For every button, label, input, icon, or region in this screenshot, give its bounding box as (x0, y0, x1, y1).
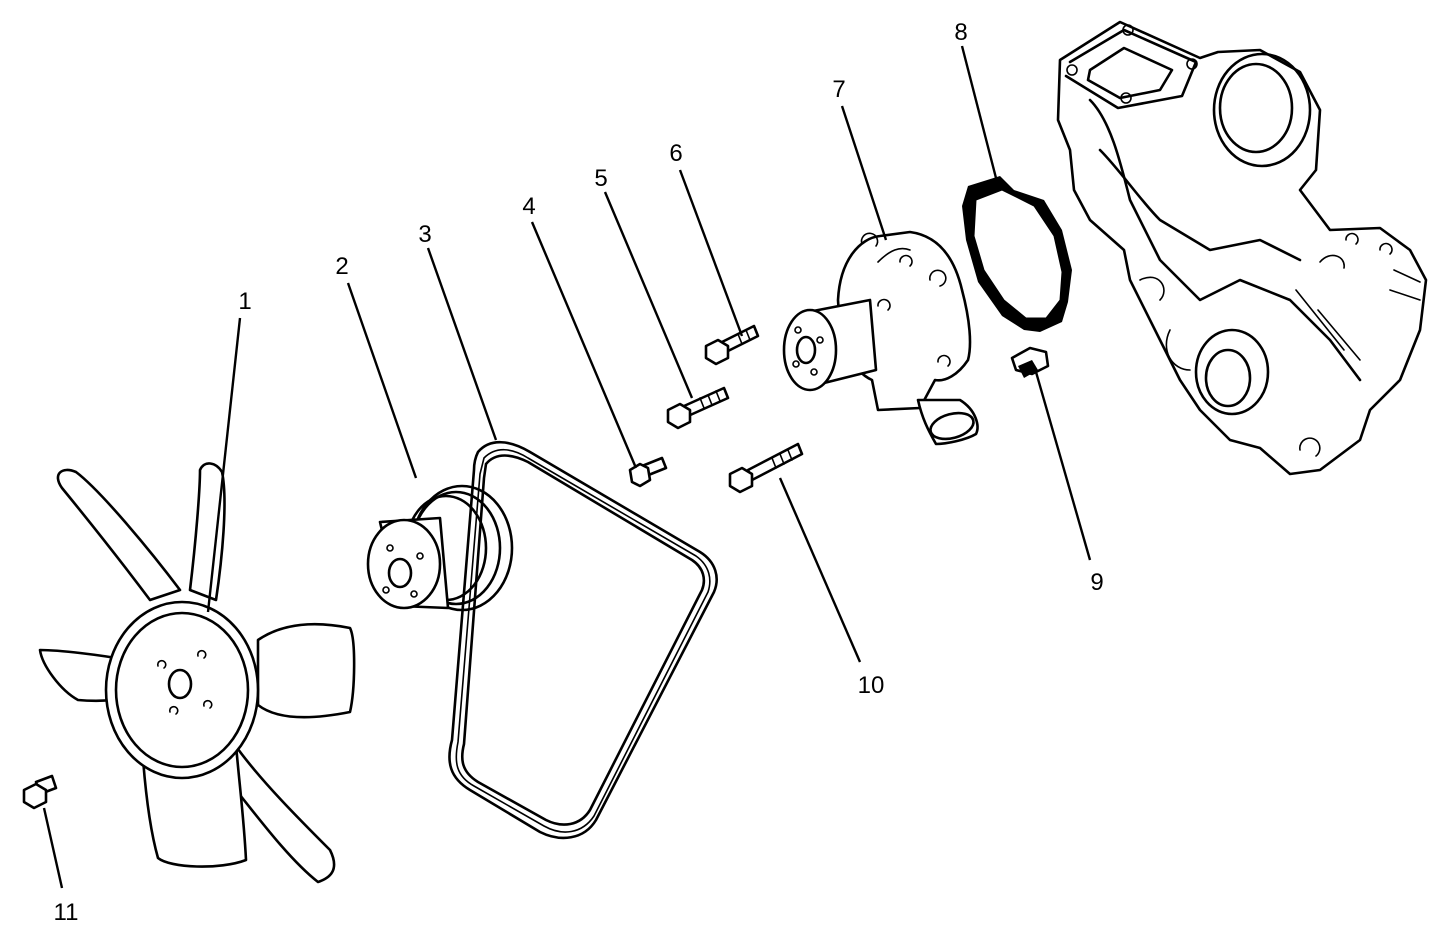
callout-11: 11 (54, 899, 79, 926)
callout-1: 1 (238, 288, 251, 315)
bolt-5 (666, 386, 730, 430)
callout-numbers: 1 2 3 4 5 6 7 8 9 10 11 (54, 19, 1104, 926)
callout-10: 10 (858, 672, 885, 699)
timing-cover (1056, 20, 1428, 476)
bolt-6 (704, 324, 760, 366)
callout-8: 8 (954, 19, 967, 46)
pulley (366, 484, 514, 612)
callout-3: 3 (418, 221, 431, 248)
bolt-4 (628, 456, 668, 488)
gasket (962, 176, 1072, 332)
fan (38, 462, 356, 884)
bolt-10 (728, 442, 804, 494)
water-pump (782, 230, 979, 446)
temperature-sender (1010, 346, 1050, 378)
callout-4: 4 (522, 193, 535, 220)
leader-lines (42, 45, 1092, 889)
callout-6: 6 (669, 140, 682, 167)
callout-2: 2 (335, 253, 348, 280)
callout-7: 7 (832, 76, 845, 103)
v-belt (448, 440, 718, 840)
callout-5: 5 (594, 165, 607, 192)
drain-plug (22, 774, 58, 810)
callout-9: 9 (1090, 569, 1103, 596)
